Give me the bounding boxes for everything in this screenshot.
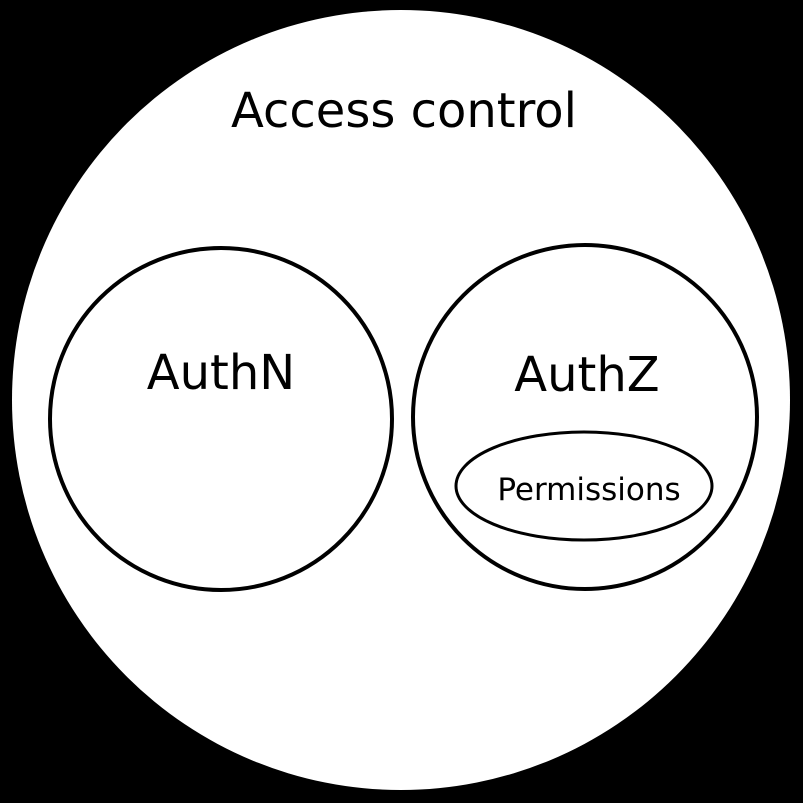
access-control-label: Access control bbox=[231, 83, 577, 139]
authn-label: AuthN bbox=[147, 345, 295, 401]
access-control-ellipse bbox=[12, 10, 790, 790]
permissions-label: Permissions bbox=[497, 472, 680, 508]
authn-circle bbox=[48, 246, 394, 592]
authz-label: AuthZ bbox=[514, 347, 659, 403]
permissions-ellipse bbox=[454, 430, 714, 542]
